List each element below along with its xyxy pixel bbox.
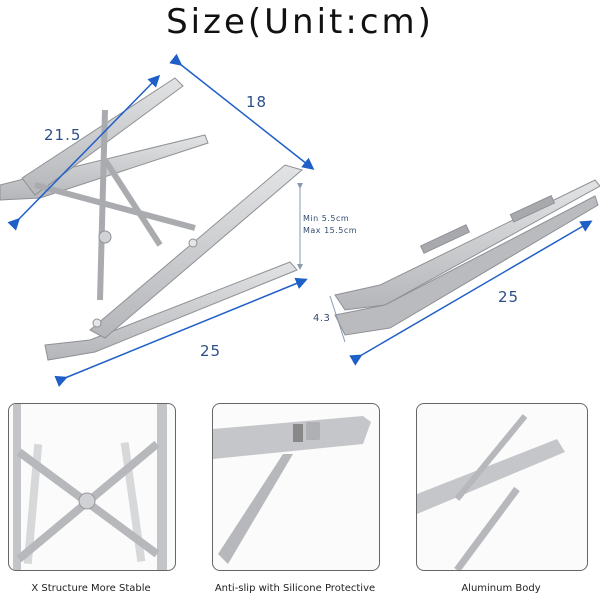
dimension-18-label: 18	[246, 93, 268, 111]
folded-stand	[334, 179, 600, 336]
height-min-label: Min 5.5cm	[303, 214, 350, 223]
dimension-21-5-label: 21.5	[44, 126, 82, 144]
feature-caption-anti-slip: Anti-slip with Silicone Protective	[214, 583, 376, 594]
feature-image-x-structure	[8, 403, 176, 571]
dimension-4-3-label: 4.3	[313, 313, 331, 324]
aluminum-body-illustration	[417, 414, 565, 570]
dimension-25-open-label: 25	[200, 342, 222, 360]
open-stand	[0, 77, 304, 361]
dimension-25-folded-label: 25	[498, 288, 520, 306]
feature-image-anti-slip	[212, 403, 380, 571]
feature-image-aluminum-body	[416, 403, 588, 571]
arrow-4-3	[329, 295, 346, 343]
page-title: Size(Unit:cm)	[166, 2, 434, 42]
feature-caption-aluminum-body: Aluminum Body	[461, 583, 541, 594]
anti-slip-illustration	[213, 416, 371, 564]
arrow-18	[169, 53, 315, 170]
feature-caption-x-structure: X Structure More Stable	[31, 583, 151, 594]
product-dimension-diagram: 21.5 18 25 Min 5.5cm Max 15.5cm 25 4.3	[0, 53, 600, 387]
x-structure-illustration	[13, 404, 167, 570]
stand-illustration	[0, 53, 600, 387]
arrow-25-open	[54, 277, 308, 387]
arrow-21-5	[7, 74, 161, 231]
arrow-25-folded	[349, 220, 593, 366]
height-max-label: Max 15.5cm	[303, 226, 358, 235]
